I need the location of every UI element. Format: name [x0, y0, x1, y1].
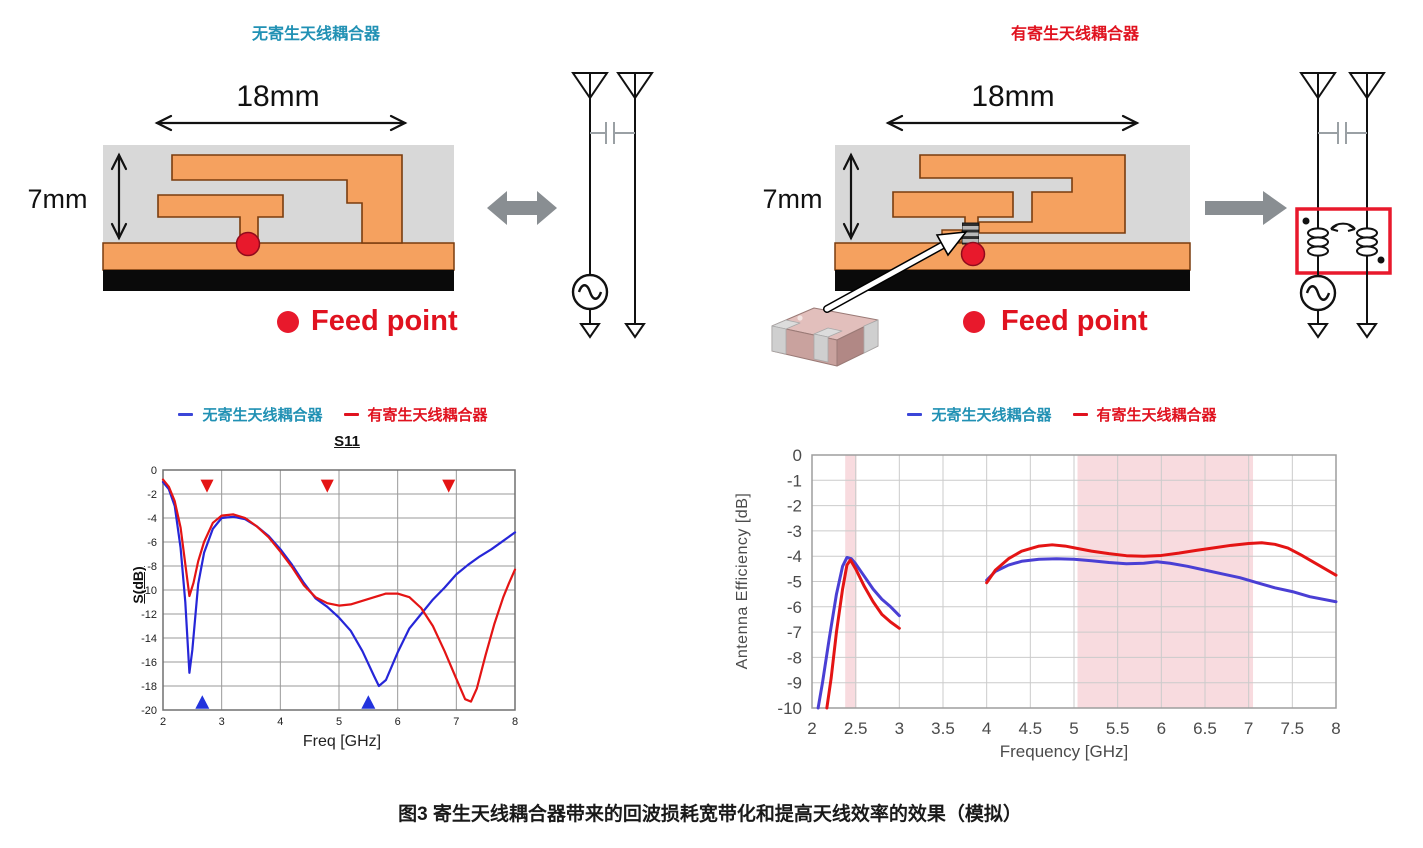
dimension-arrows-right: [842, 114, 1140, 241]
svg-text:2: 2: [160, 716, 166, 728]
coupler-highlight-box: [1295, 207, 1392, 275]
polarity-dot: [1377, 256, 1385, 264]
svg-text:4: 4: [277, 716, 283, 728]
feed-point-label: Feed point: [1001, 305, 1148, 337]
svg-text:2: 2: [807, 719, 816, 738]
efficiency-chart: 2 2.5 3 3.5 4 4.5 5 5.5 6 6.5 7 7.5 8 0 -1 -2 -3 -4 -5 -6 -7…: [777, 446, 1340, 738]
antenna-board-without: [102, 145, 455, 291]
s11-y-axis-label: S(dB): [130, 566, 146, 604]
panel-title-with: 有寄生天线耦合器: [1010, 26, 1139, 43]
svg-text:3: 3: [895, 719, 904, 738]
s11-chart: 2 3 4 5 6 7 8 0 -2 -4 -6 -8 -10 -12 -14 -16 -18 -20: [141, 465, 518, 728]
legend-dash-with: [1072, 413, 1088, 416]
legend-label-with: 有寄生天线耦合器: [367, 407, 488, 424]
svg-text:-5: -5: [787, 572, 802, 591]
svg-text:-4: -4: [147, 513, 157, 525]
antenna-board-with: [834, 145, 1191, 291]
legend-label-with: 有寄生天线耦合器: [1096, 407, 1217, 424]
svg-text:-16: -16: [141, 657, 157, 669]
svg-text:0: 0: [151, 465, 157, 477]
svg-text:3: 3: [219, 716, 225, 728]
svg-text:-7: -7: [787, 623, 802, 642]
svg-text:6: 6: [1157, 719, 1166, 738]
s11-x-axis-label: Freq [GHz]: [302, 733, 382, 750]
chart-legend: 无寄生天线耦合器 有寄生天线耦合器: [887, 404, 1237, 425]
height-dimension-label: 7mm: [762, 184, 823, 214]
capacitor-icon: [1318, 122, 1367, 144]
feed-point-label: Feed point: [311, 305, 458, 337]
polarity-dot: [1302, 217, 1310, 225]
svg-text:0: 0: [793, 446, 802, 465]
svg-text:6.5: 6.5: [1193, 719, 1217, 738]
figure-caption: 图3 寄生天线耦合器带来的回波损耗宽带化和提高天线效率的效果（模拟）: [398, 804, 1022, 825]
feed-legend-dot: [277, 311, 299, 333]
svg-text:5: 5: [1069, 719, 1078, 738]
svg-text:-10: -10: [777, 699, 802, 718]
svg-text:-1: -1: [787, 471, 802, 490]
svg-text:6: 6: [395, 716, 401, 728]
svg-text:-8: -8: [147, 561, 157, 573]
equivalent-circuit-without: [571, 72, 654, 339]
svg-text:2.5: 2.5: [844, 719, 868, 738]
svg-text:5: 5: [336, 716, 342, 728]
svg-text:8: 8: [512, 716, 518, 728]
equivalent-circuit-with: [1295, 72, 1392, 339]
svg-text:4: 4: [982, 719, 991, 738]
svg-text:7: 7: [1244, 719, 1253, 738]
efficiency-x-axis-label: Frequency [GHz]: [999, 742, 1129, 761]
svg-text:-2: -2: [147, 489, 157, 501]
legend-label-without: 无寄生天线耦合器: [202, 407, 323, 424]
equivalence-arrow-icon: [487, 191, 557, 225]
svg-text:8: 8: [1331, 719, 1340, 738]
transform-arrow-icon: [1205, 191, 1287, 225]
antenna-trace: [171, 154, 403, 244]
height-dimension-label: 7mm: [27, 184, 88, 214]
svg-text:-6: -6: [147, 537, 157, 549]
signal-source-icon: [1299, 274, 1337, 312]
width-dimension-label: 18mm: [236, 80, 320, 113]
svg-text:-20: -20: [141, 705, 157, 717]
svg-text:5.5: 5.5: [1106, 719, 1130, 738]
svg-text:-18: -18: [141, 681, 157, 693]
svg-text:-2: -2: [787, 497, 802, 516]
svg-text:-8: -8: [787, 648, 802, 667]
svg-text:7.5: 7.5: [1281, 719, 1305, 738]
svg-text:-9: -9: [787, 674, 802, 693]
legend-dash-without: [178, 413, 194, 416]
feed-point-dot: [235, 231, 261, 257]
svg-text:-10: -10: [141, 585, 157, 597]
panel-title-without: 无寄生天线耦合器: [251, 26, 380, 43]
coupled-inductor-icon: [1307, 227, 1378, 257]
svg-text:7: 7: [453, 716, 459, 728]
ground-arrow-icon: [624, 323, 646, 339]
feed-point-dot: [960, 241, 986, 267]
coupler-chip-photo: [771, 307, 879, 367]
capacitor-icon: [590, 122, 635, 144]
svg-text:-12: -12: [141, 609, 157, 621]
chip-callout-arrow: [823, 231, 968, 313]
signal-source-icon: [571, 273, 609, 311]
antenna-trace: [919, 154, 1126, 234]
svg-text:-14: -14: [141, 633, 157, 645]
s11-chart-title: S11: [334, 433, 360, 450]
ground-arrow-icon: [579, 323, 601, 339]
legend-dash-with: [343, 413, 359, 416]
efficiency-y-axis-label: Antenna Efficiency [dB]: [734, 492, 751, 670]
coupling-arrow-icon: [1330, 222, 1356, 232]
legend-label-without: 无寄生天线耦合器: [931, 407, 1052, 424]
svg-text:4.5: 4.5: [1019, 719, 1043, 738]
feed-legend-dot: [963, 311, 985, 333]
svg-text:-4: -4: [787, 547, 802, 566]
dimension-arrows-left: [110, 114, 408, 241]
legend-dash-without: [907, 413, 923, 416]
svg-text:-6: -6: [787, 598, 802, 617]
ground-arrow-icon: [1307, 323, 1329, 339]
svg-text:-3: -3: [787, 522, 802, 541]
svg-text:3.5: 3.5: [931, 719, 955, 738]
width-dimension-label: 18mm: [971, 80, 1055, 113]
chart-legend: 无寄生天线耦合器 有寄生天线耦合器: [158, 404, 508, 425]
ground-arrow-icon: [1356, 323, 1378, 339]
